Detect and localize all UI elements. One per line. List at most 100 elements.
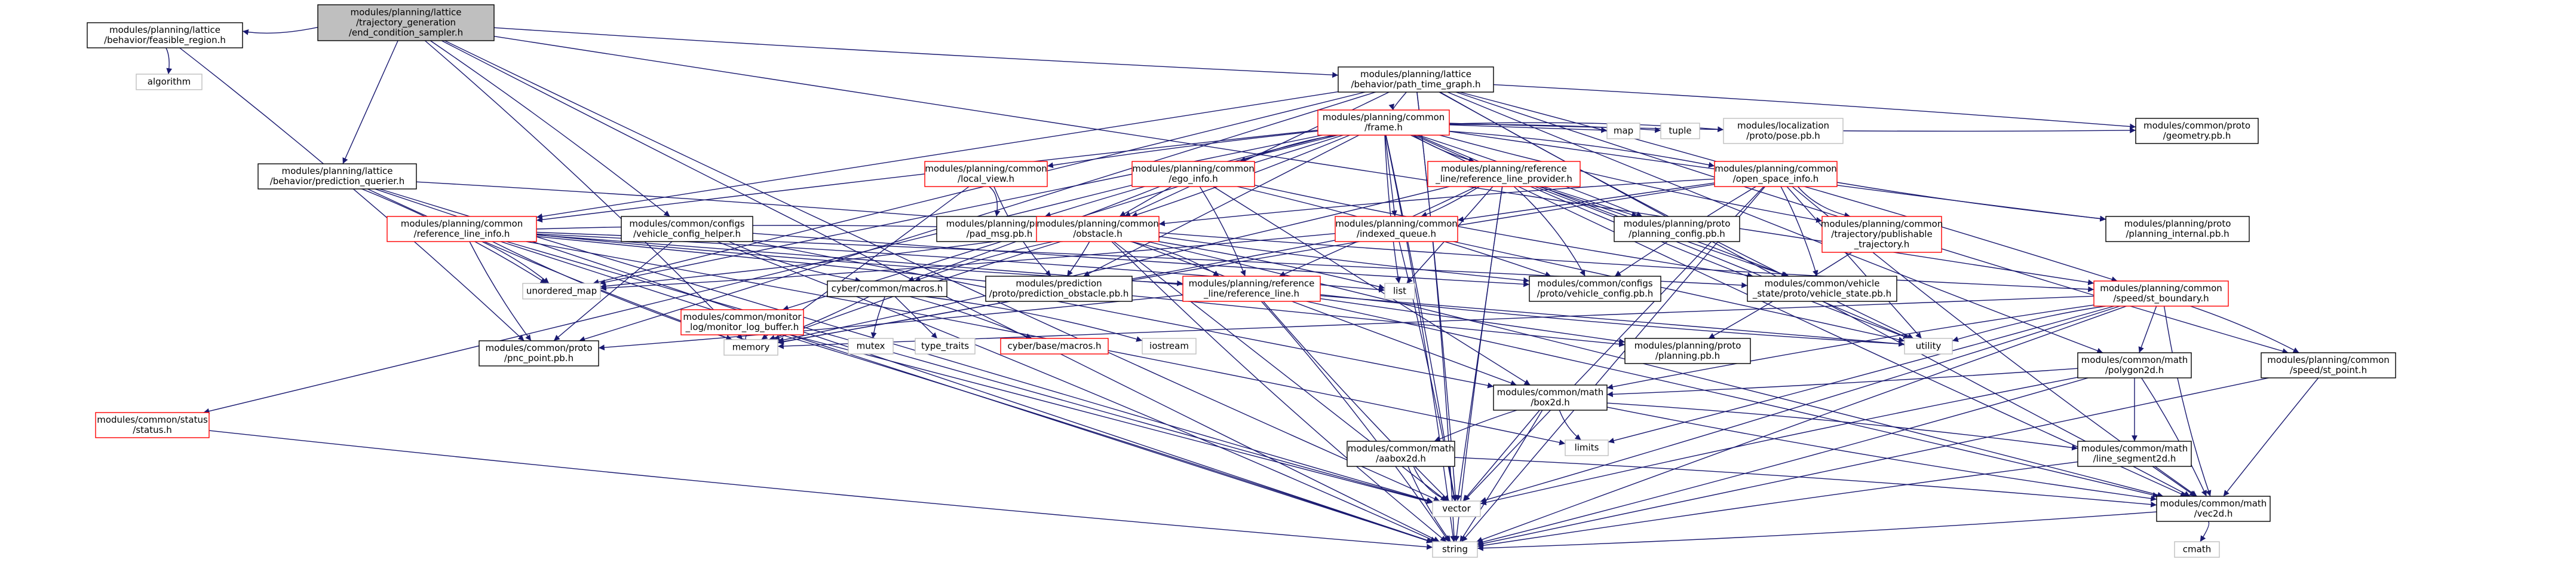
edge-open_space_info-to-vehicle_state_pb — [1780, 186, 1818, 277]
node-label-line: modules/planning/common — [1821, 219, 1943, 230]
node-indexed_queue[interactable]: modules/planning/common/indexed_queue.h — [1335, 216, 1458, 242]
node-publishable_traj[interactable]: modules/planning/common/trajectory/publi… — [1821, 216, 1943, 253]
edge-cyber_macros-to-memory — [768, 296, 870, 341]
node-aabox2d[interactable]: modules/common/math/aabox2d.h — [1347, 441, 1455, 467]
node-feasible_region[interactable]: modules/planning/lattice/behavior/feasib… — [87, 22, 243, 48]
edge-vehicle_config_helper-to-string — [717, 241, 1437, 542]
edge-root-to-vector — [444, 40, 1440, 502]
node-label-line: /box2d.h — [1531, 397, 1570, 408]
edge-ref_line_provider-to-string — [1453, 186, 1503, 542]
node-vec2d[interactable]: modules/common/math/vec2d.h — [2156, 496, 2271, 522]
node-pnc_point[interactable]: modules/common/proto/pnc_point.pb.h — [479, 340, 599, 367]
node-vehicle_config_pb[interactable]: modules/common/configs/proto/vehicle_con… — [1529, 276, 1661, 302]
edge-prediction_querier-to-memory — [367, 188, 732, 341]
node-box — [1000, 338, 1109, 355]
node-label-line: type_traits — [921, 341, 969, 352]
node-label-line: vector — [1442, 503, 1471, 514]
node-planning_config[interactable]: modules/planning/proto/planning_config.p… — [1614, 216, 1740, 242]
node-label-line: _state/proto/vehicle_state.pb.h — [1752, 288, 1891, 300]
edge-reference_line-to-vector — [1263, 301, 1450, 502]
node-label-line: modules/planning/reference — [1441, 163, 1567, 174]
node-line_segment2d[interactable]: modules/common/math/line_segment2d.h — [2077, 441, 2192, 467]
edge-local_view-to-pad_msg — [989, 186, 1001, 217]
node-status[interactable]: modules/common/status/status.h — [95, 412, 210, 438]
node-box — [915, 338, 976, 355]
node-box — [95, 412, 210, 438]
edge-frame-to-unordered_map — [599, 135, 1323, 285]
node-st_point[interactable]: modules/planning/common/speed/st_point.h — [2261, 352, 2396, 378]
node-label-line: modules/prediction — [1016, 278, 1102, 289]
edge-ref_line_provider-to-indexed_queue — [1421, 186, 1480, 218]
node-label-line: modules/common/vehicle — [1765, 278, 1880, 289]
node-box — [136, 74, 203, 90]
node-reference_line[interactable]: modules/planning/reference_line/referenc… — [1182, 276, 1321, 302]
node-open_space_info[interactable]: modules/planning/common/open_space_info.… — [1714, 161, 1838, 187]
nodes-layer: modules/planning/lattice/trajectory_gene… — [87, 4, 2396, 558]
node-label-line: /behavior/path_time_graph.h — [1351, 79, 1480, 90]
edge-root-to-path_time_graph — [493, 27, 1339, 78]
node-box — [257, 163, 417, 190]
edge-frame-to-string — [1385, 135, 1456, 542]
edge-st_boundary-to-box2d — [1606, 304, 2094, 390]
node-box — [2093, 280, 2229, 307]
node-label-line: cyber/common/macros.h — [832, 283, 943, 294]
node-planning_internal[interactable]: modules/planning/proto/planning_internal… — [2105, 216, 2250, 242]
node-prediction_querier[interactable]: modules/planning/lattice/behavior/predic… — [257, 163, 417, 190]
node-prediction_obstacle[interactable]: modules/prediction/proto/prediction_obst… — [985, 276, 1133, 302]
edge-path_time_graph-to-polygon2d — [1447, 91, 2103, 354]
node-planning_pb[interactable]: modules/planning/proto/planning.pb.h — [1624, 338, 1751, 364]
node-label-line: /planning.pb.h — [1655, 350, 1720, 361]
node-frame[interactable]: modules/planning/common/frame.h — [1317, 109, 1450, 136]
node-st_boundary[interactable]: modules/planning/common/speed/st_boundar… — [2093, 280, 2229, 307]
edge-frame-to-vehicle_state_pb — [1416, 135, 1789, 277]
node-label-line: iostream — [1149, 341, 1189, 352]
node-vehicle_config_helper[interactable]: modules/common/configs/vehicle_config_he… — [621, 216, 753, 242]
node-polygon2d[interactable]: modules/common/math/polygon2d.h — [2077, 352, 2192, 378]
node-local_view[interactable]: modules/planning/common/local_view.h — [924, 161, 1048, 187]
edge-obstacle-to-vehicle_config_pb — [1158, 236, 1530, 283]
node-iostream: iostream — [1142, 338, 1197, 355]
node-ref_line_info[interactable]: modules/planning/common/reference_line_i… — [387, 216, 537, 242]
node-label-line: algorithm — [148, 77, 191, 87]
node-label-line: modules/common/configs — [1537, 278, 1652, 289]
node-vehicle_state_pb[interactable]: modules/common/vehicle_state/proto/vehic… — [1747, 276, 1897, 302]
edge-cyber_macros-to-mutex — [870, 296, 885, 339]
node-obstacle[interactable]: modules/planning/common/obstacle.h — [1036, 216, 1160, 242]
edge-reference_line-to-planning_pb — [1320, 298, 1626, 344]
node-base_macros[interactable]: cyber/base/macros.h — [1000, 338, 1109, 355]
edge-st_boundary-to-string — [1476, 306, 2127, 543]
edge-polygon2d-to-vec2d — [2141, 377, 2207, 497]
node-label-line: modules/planning/common — [1132, 163, 1255, 174]
node-monitor_log_buffer[interactable]: modules/common/monitor_log/monitor_log_b… — [680, 309, 804, 335]
node-root[interactable]: modules/planning/lattice/trajectory_gene… — [317, 4, 495, 41]
edge-path_time_graph-to-geometry — [1493, 84, 2136, 130]
edge-reference_line-to-utility — [1320, 294, 1905, 347]
node-box — [1747, 276, 1897, 302]
node-box — [1432, 541, 1478, 558]
node-label-line: unordered_map — [526, 286, 597, 297]
node-label-line: /frame.h — [1364, 122, 1403, 133]
edge-feasible_region-to-algorithm — [165, 47, 173, 75]
node-ref_line_provider[interactable]: modules/planning/reference_line/referenc… — [1427, 161, 1581, 187]
edge-open_space_info-to-indexed_queue — [1457, 182, 1715, 222]
node-cyber_macros[interactable]: cyber/common/macros.h — [827, 280, 947, 297]
edge-st_point-to-string — [1477, 377, 2269, 546]
node-box — [1529, 276, 1661, 302]
edge-vec2d-to-string — [1477, 511, 2157, 551]
node-geometry[interactable]: modules/common/proto/geometry.pb.h — [2135, 118, 2259, 144]
node-label-line: /end_condition_sampler.h — [349, 28, 463, 39]
node-label-line: modules/planning/lattice — [109, 25, 220, 35]
node-box — [2261, 352, 2396, 378]
node-label-line: string — [1442, 544, 1468, 555]
edge-frame-to-map — [1449, 124, 1608, 133]
node-ego_info[interactable]: modules/planning/common/ego_info.h — [1131, 161, 1255, 187]
node-label-line: /aabox2d.h — [1376, 453, 1426, 464]
edge-root-to-memory — [424, 40, 743, 340]
node-path_time_graph[interactable]: modules/planning/lattice/behavior/path_t… — [1338, 66, 1494, 93]
node-pose: modules/localization/proto/pose.pb.h — [1723, 118, 1844, 144]
node-label-line: modules/planning/common — [1715, 163, 1837, 174]
node-label-line: modules/planning/common — [925, 163, 1047, 174]
node-box2d[interactable]: modules/common/math/box2d.h — [1493, 384, 1608, 411]
node-box — [522, 283, 601, 300]
node-label-line: modules/common/proto — [2143, 120, 2250, 131]
